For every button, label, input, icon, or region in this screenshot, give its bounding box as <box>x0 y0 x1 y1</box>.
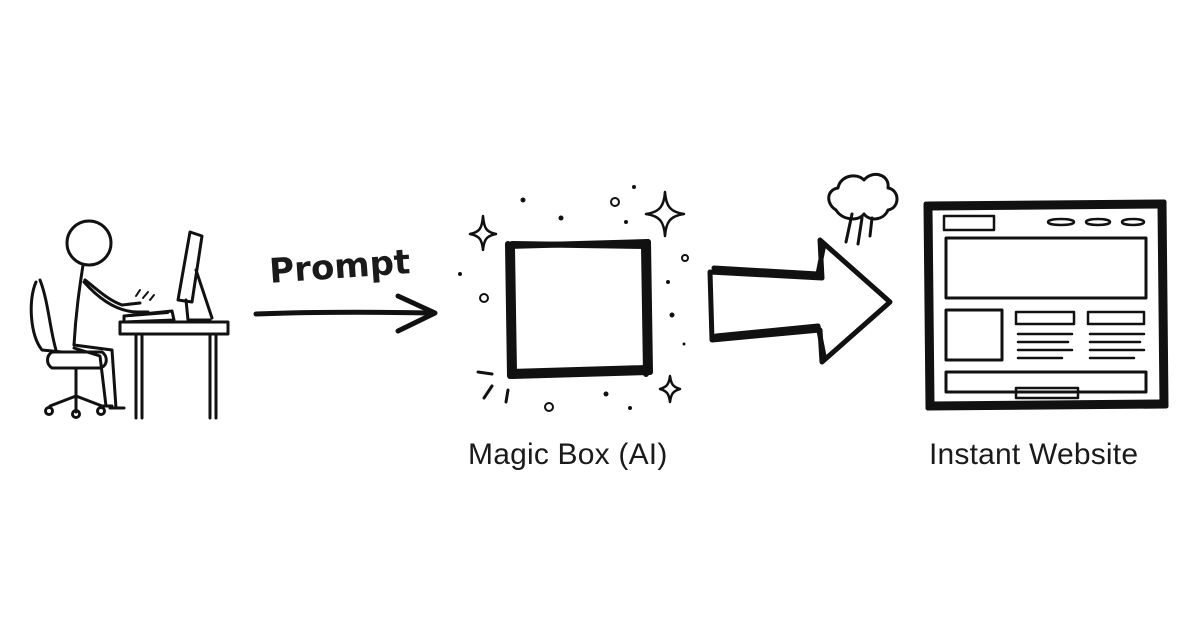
sparkle-icons <box>468 190 686 404</box>
smoke-puff-icon <box>827 172 899 246</box>
stick-figure <box>65 219 150 410</box>
prompt-arrow <box>253 293 438 334</box>
magic-dots <box>458 185 689 412</box>
typing-motion-marks <box>135 289 155 301</box>
desk-with-computer <box>118 230 230 420</box>
person-at-computer-illustration <box>29 219 230 420</box>
sparkle-icon <box>658 374 682 404</box>
transform-arrow <box>707 237 893 365</box>
magic-box <box>458 185 689 412</box>
sparkle-icon <box>468 214 498 252</box>
motion-dashes <box>476 370 510 404</box>
website-wireframe <box>923 199 1169 411</box>
magic-box-caption: Magic Box (AI) <box>468 438 668 471</box>
instant-website-caption: Instant Website <box>929 438 1139 471</box>
sparkle-icon <box>644 190 686 238</box>
